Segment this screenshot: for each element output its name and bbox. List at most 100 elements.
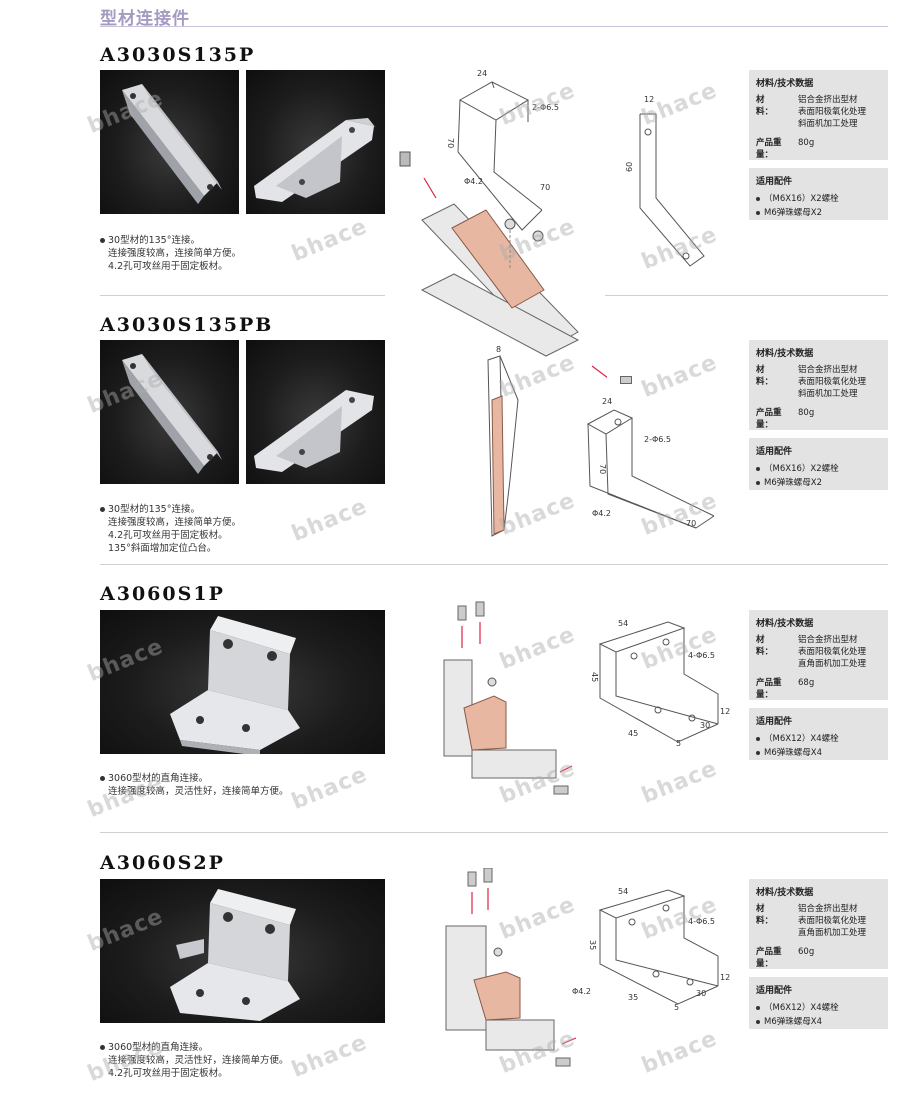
product-photo-4 [100,879,385,1023]
weight-key: 产品重量： [756,947,782,969]
accessory-item: M6弹珠螺母X2 [756,476,881,490]
assembly-diagram-3 [443,601,573,795]
accessory-item: （M6X16）X2螺栓 [756,192,881,206]
desc-line: 3060型材的直角连接。 [100,772,289,785]
dim-label: 12 [720,707,730,716]
material-value: 铝合金挤出型材 [798,365,858,375]
accessories-heading: 适用配件 [756,447,793,457]
dim-label: 4-Φ6.5 [688,917,715,926]
section-divider [100,832,888,833]
material-value: 表面阳极氧化处理 [798,916,867,926]
dim-label: 60 [625,162,634,172]
accessories-heading: 适用配件 [756,177,793,187]
spec-panel-1: 材料/技术数据 材 料： 铝合金挤出型材 表面阳极氧化处理 斜面机加工处理 产品… [749,70,888,160]
desc-line: 3060型材的直角连接。 [100,1041,289,1054]
watermark-text: bhace [288,214,372,267]
spec-heading: 材料/技术数据 [756,349,814,359]
watermark-text: bhace [288,494,372,547]
material-value: 斜面机加工处理 [798,389,858,399]
desc-line: 4.2孔可攻丝用于固定板材。 [108,530,228,541]
dim-label: 35 [588,940,597,950]
dim-label: 45 [590,672,599,682]
product-photo-1a [100,70,239,214]
accessories-panel-1: 适用配件 （M6X16）X2螺栓 M6弹珠螺母X2 [749,168,888,220]
weight-value: 60g [798,947,815,957]
product-model-3: A3060S1P [100,583,225,605]
material-value: 斜面机加工处理 [798,119,858,129]
desc-line: 连接强度较高，连接简单方便。 [108,248,242,259]
accessories-panel-4: 适用配件 （M6X12）X4螺栓 M6弹珠螺母X4 [749,977,888,1029]
dim-label: 4-Φ6.5 [688,651,715,660]
dim-label: Φ4.2 [572,987,591,996]
accessory-item: （M6X16）X2螺栓 [756,462,881,476]
material-key: 材 料： [756,904,782,926]
spec-panel-4: 材料/技术数据 材 料： 铝合金挤出型材 表面阳极氧化处理 直角面机加工处理 产… [749,879,888,969]
accessory-item: （M6X12）X4螺栓 [756,1001,881,1015]
watermark-text: bhace [638,756,722,809]
dim-label: 54 [618,887,628,896]
dim-label: 35 [628,993,638,1002]
dim-label: 8 [496,345,501,354]
watermark-text: bhace [638,1026,722,1079]
dim-label: 70 [598,464,607,474]
desc-line: 30型材的135°连接。 [100,234,241,247]
dim-label: Φ4.2 [592,509,611,518]
watermark-text: bhace [288,1030,372,1083]
product-model-1: A3030S135P [100,44,256,66]
material-key: 材 料： [756,635,782,657]
material-key: 材 料： [756,95,782,117]
title-divider [100,26,888,27]
material-value: 表面阳极氧化处理 [798,107,867,117]
dim-label: 12 [720,973,730,982]
dim-label: 45 [628,729,638,738]
desc-line: 135°斜面增加定位凸台。 [108,543,217,554]
accessory-item: M6弹珠螺母X4 [756,1015,881,1029]
accessories-heading: 适用配件 [756,986,793,996]
side-drawing-1: 12 60 [625,95,705,267]
desc-line: 4.2孔可攻丝用于固定板材。 [108,261,228,272]
desc-line: 连接强度较高，连接简单方便。 [108,517,242,528]
dim-label: 54 [618,619,628,628]
desc-line: 4.2孔可攻丝用于固定板材。 [108,1068,228,1079]
dim-label: 70 [446,138,455,148]
spec-panel-3: 材料/技术数据 材 料： 铝合金挤出型材 表面阳极氧化处理 直角面机加工处理 产… [749,610,888,700]
product-photo-1b [246,70,385,214]
product-photo-3 [100,610,385,754]
accessory-item: M6弹珠螺母X4 [756,746,881,760]
desc-line: 连接强度较高，灵活性好，连接简单方便。 [108,786,289,797]
material-value: 铝合金挤出型材 [798,904,858,914]
spec-heading: 材料/技术数据 [756,888,814,898]
spec-heading: 材料/技术数据 [756,619,814,629]
dim-label: 70 [540,183,550,192]
assembly-diagram-4 [445,868,577,1067]
material-value: 直角面机加工处理 [798,659,867,669]
material-value: 铝合金挤出型材 [798,95,858,105]
product-desc-1: 30型材的135°连接。 连接强度较高，连接简单方便。 4.2孔可攻丝用于固定板… [100,234,241,273]
material-value: 表面阳极氧化处理 [798,377,867,387]
bracket-highlight-icon [451,209,545,309]
iso-drawing-3: 54 4-Φ6.5 45 45 5 30 12 [590,619,730,748]
accessories-heading: 适用配件 [756,717,793,727]
product-desc-3: 3060型材的直角连接。 连接强度较高，灵活性好，连接简单方便。 [100,772,289,798]
product-photo-2a [100,340,239,484]
accessory-item: （M6X12）X4螺栓 [756,732,881,746]
material-key: 材 料： [756,365,782,387]
material-value: 直角面机加工处理 [798,928,867,938]
dim-label: 24 [477,69,487,78]
iso-drawing-4: 54 4-Φ6.5 35 Φ4.2 35 5 30 12 [572,887,730,1012]
dim-label: 30 [696,989,706,998]
assembly-diagram-135: 24 2-Φ6.5 70 Φ4.2 70 8 [399,69,607,537]
product-desc-4: 3060型材的直角连接。 连接强度较高，灵活性好，连接简单方便。 4.2孔可攻丝… [100,1041,289,1080]
material-value: 铝合金挤出型材 [798,635,858,645]
desc-line: 30型材的135°连接。 [100,503,241,516]
spec-panel-2: 材料/技术数据 材 料： 铝合金挤出型材 表面阳极氧化处理 斜面机加工处理 产品… [749,340,888,430]
product-model-4: A3060S2P [100,852,225,874]
spec-heading: 材料/技术数据 [756,79,814,89]
section-divider [605,295,888,296]
product-desc-2: 30型材的135°连接。 连接强度较高，连接简单方便。 4.2孔可攻丝用于固定板… [100,503,241,555]
dim-label: 5 [674,1003,679,1012]
dim-label: 24 [602,397,612,406]
section-divider [100,564,888,565]
dim-label: 2-Φ6.5 [644,435,671,444]
material-value: 表面阳极氧化处理 [798,647,867,657]
